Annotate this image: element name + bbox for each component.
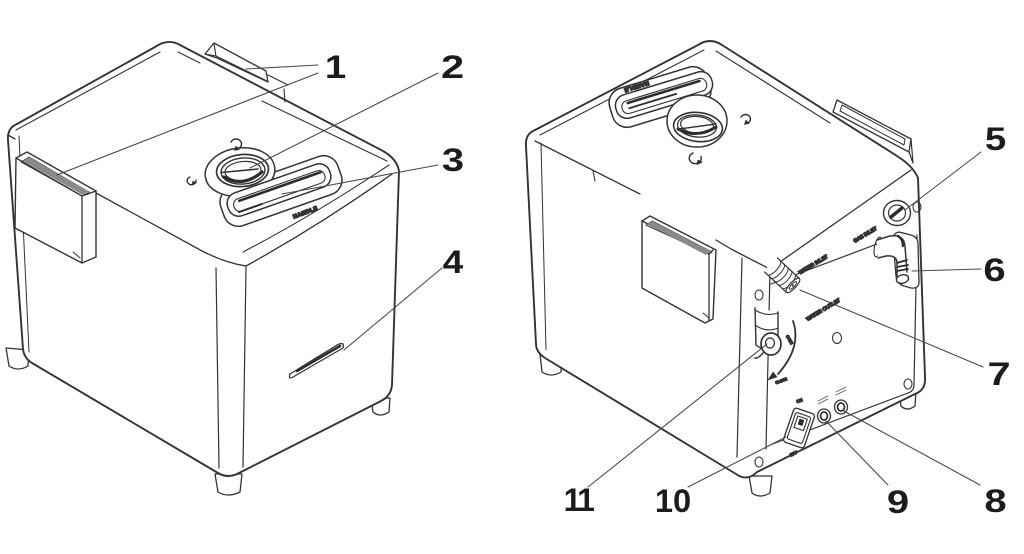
svg-text:4: 4	[443, 245, 463, 280]
svg-text:8: 8	[984, 483, 1006, 519]
svg-text:OFF: OFF	[789, 450, 799, 458]
svg-text:11: 11	[564, 482, 595, 518]
svg-text:OPEN: OPEN	[785, 335, 794, 346]
svg-text:6: 6	[983, 252, 1005, 288]
svg-text:CLOSE: CLOSE	[775, 377, 788, 385]
svg-text:7: 7	[987, 356, 1010, 392]
svg-text:9: 9	[887, 484, 909, 520]
svg-text:2: 2	[441, 49, 464, 85]
svg-text:1: 1	[325, 50, 346, 85]
svg-text:10: 10	[655, 483, 691, 519]
svg-text:5: 5	[985, 122, 1006, 157]
svg-text:3: 3	[442, 142, 464, 178]
svg-text:ON: ON	[796, 397, 804, 404]
